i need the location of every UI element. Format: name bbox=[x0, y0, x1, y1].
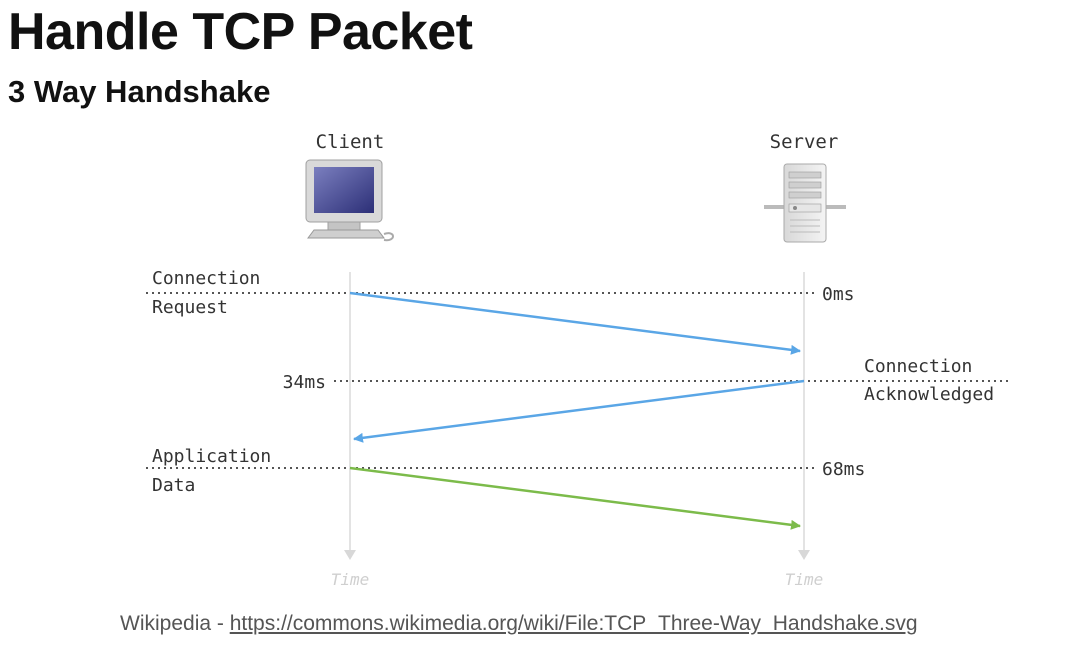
timestamp-34ms: 34ms bbox=[283, 372, 326, 393]
connection-request-label-line2: Request bbox=[152, 297, 228, 318]
source-link[interactable]: https://commons.wikimedia.org/wiki/File:… bbox=[229, 612, 918, 635]
connection-ack-label-line2: Acknowledged bbox=[864, 384, 994, 405]
syn-ack-arrow bbox=[353, 379, 805, 443]
connection-ack-label-line1: Connection bbox=[864, 356, 972, 377]
connection-request-label-line1: Connection bbox=[152, 268, 260, 289]
timestamp-68ms: 68ms bbox=[822, 459, 865, 480]
slide-subtitle: 3 Way Handshake bbox=[8, 74, 271, 109]
computer-icon bbox=[305, 159, 394, 242]
server-tower-icon bbox=[764, 163, 846, 243]
client-label: Client bbox=[316, 131, 385, 153]
server-time-label: Time bbox=[785, 570, 824, 589]
application-data-label-line1: Application bbox=[152, 446, 271, 467]
client-time-label: Time bbox=[331, 570, 370, 589]
source-caption: Wikipedia - https://commons.wikimedia.or… bbox=[120, 612, 918, 636]
syn-arrow bbox=[349, 291, 801, 355]
server-timeline-arrowhead bbox=[798, 550, 810, 560]
timestamp-0ms: 0ms bbox=[822, 284, 855, 305]
server-label: Server bbox=[770, 131, 839, 153]
slide-title: Handle TCP Packet bbox=[8, 3, 473, 61]
caption-prefix: Wikipedia - bbox=[120, 612, 230, 635]
application-data-label-line2: Data bbox=[152, 475, 195, 496]
ack-data-arrow bbox=[349, 466, 801, 530]
client-timeline-arrowhead bbox=[344, 550, 356, 560]
